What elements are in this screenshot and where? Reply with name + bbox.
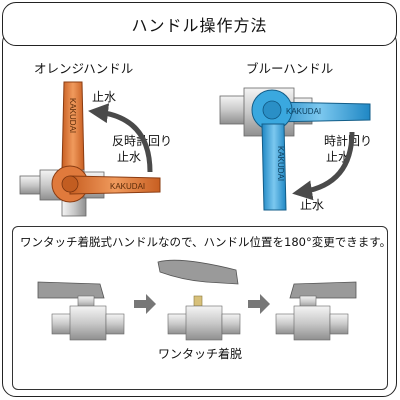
orange-rotate-shutoff-label: 止水 — [117, 150, 142, 164]
step2-body — [185, 305, 223, 341]
clockwise-arrow-icon — [292, 131, 355, 201]
step1-pipe-left — [51, 313, 73, 335]
blue-rotate-label: 時計回り — [324, 134, 373, 148]
blue-handle-vertical — [261, 123, 287, 211]
valve-step-2 — [157, 259, 241, 341]
detachable-note: ワンタッチ着脱式ハンドルなので、ハンドル位置を180°変更できます。 — [20, 235, 392, 249]
step-arrow-icon-1 — [134, 294, 156, 314]
blue-pipe-left — [219, 95, 247, 125]
step2-handle-lifted — [157, 259, 239, 285]
step-arrow-icon-2 — [248, 294, 270, 314]
step1-pipe-right — [105, 313, 125, 335]
valve-step-1 — [37, 281, 125, 341]
blue-hub-center — [262, 100, 282, 120]
orange-top-shutoff-label: 止水 — [92, 90, 117, 104]
step1-handle — [37, 281, 105, 299]
step2-stem — [193, 295, 203, 307]
detach-sequence — [37, 259, 357, 341]
step3-pipe-right — [329, 313, 349, 335]
orange-hub-center — [61, 175, 79, 193]
valve-step-3 — [275, 281, 357, 341]
detach-caption: ワンタッチ着脱 — [158, 347, 243, 361]
step3-pipe-left — [275, 313, 297, 335]
orange-handle-title: オレンジハンドル — [34, 61, 134, 76]
blue-rotate-shutoff-label: 止水 — [326, 150, 351, 164]
page-title: ハンドル操作方法 — [131, 16, 268, 35]
title-banner: ハンドル操作方法 — [2, 2, 397, 46]
step3-body — [293, 305, 331, 341]
orange-valve-illustration: KAKUDAI KAKUDAI — [19, 81, 161, 217]
blue-handle-brand: KAKUDAI — [286, 107, 321, 116]
orange-pipe-left — [19, 175, 43, 195]
counterclockwise-arrow-icon — [88, 103, 153, 173]
detachable-note-box — [12, 226, 388, 390]
blue-bottom-shutoff-label: 止水 — [300, 198, 325, 212]
blue-handle-title: ブルーハンドル — [246, 61, 334, 76]
blue-handle-brand-vertical: KAKUDAI — [276, 146, 285, 181]
orange-handle-brand-vertical: KAKUDAI — [68, 98, 77, 133]
step3-handle — [289, 281, 357, 299]
step2-pipe-right — [221, 313, 241, 335]
step2-pipe-left — [167, 313, 189, 335]
orange-handle-brand: KAKUDAI — [110, 182, 145, 191]
step1-body — [69, 305, 107, 341]
blue-valve-illustration: KAKUDAI KAKUDAI — [219, 87, 371, 211]
